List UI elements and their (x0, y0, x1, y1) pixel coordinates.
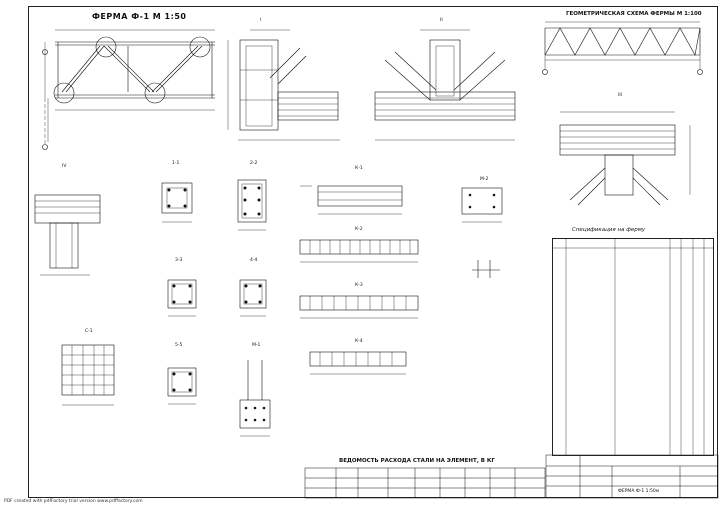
frame-k-2 (299, 239, 419, 263)
section-label-1-1: 1-1 (172, 161, 180, 166)
section-label-k-3: К-3 (355, 283, 363, 288)
specification-grid (552, 238, 714, 456)
embedded-part-m-1 (239, 360, 271, 437)
node-label-4: IV (62, 164, 67, 169)
section-label-k-4: К-4 (355, 339, 363, 344)
node-label-2: II (440, 18, 443, 23)
section-label-2-2: 2-2 (250, 161, 258, 166)
specification-title: Спецификация на ферму (572, 227, 646, 233)
section-label-c-1: С-1 (85, 329, 93, 334)
section-label-k-1: К-1 (355, 166, 363, 171)
node-1-detail (227, 29, 340, 141)
steel-statement-title: ВЕДОМОСТЬ РАСХОДА СТАЛИ НА ЭЛЕМЕНТ, В КГ (339, 458, 495, 464)
geometric-scheme-title: ГЕОМЕТРИЧЕСКАЯ СХЕМА ФЕРМЫ М 1:100 (566, 11, 702, 17)
node-label-1: I (260, 18, 262, 23)
frame-k-4 (309, 351, 407, 375)
node-label-3: III (618, 93, 622, 98)
footer-watermark: PDF created with pdfFactory trial versio… (4, 499, 143, 504)
section-3-3 (167, 279, 197, 317)
embedded-part-m-2 (461, 187, 503, 278)
section-label-m-2: М-2 (480, 177, 489, 182)
section-4-4 (239, 279, 267, 317)
section-label-5-5: 5-5 (175, 343, 183, 348)
section-label-m-1: М-1 (252, 343, 261, 348)
frame-k-1 (300, 185, 403, 215)
title-block-sheet-name: ФЕРМА Ф-1 1:50м (618, 489, 660, 494)
truss-title: ФЕРМА Ф-1 М 1:50 (92, 12, 187, 21)
section-label-k-2: К-2 (355, 227, 363, 232)
frame-k-3 (299, 295, 419, 319)
section-2-2 (237, 179, 267, 231)
mesh-c-1 (61, 344, 115, 406)
geometric-scheme (542, 21, 703, 75)
section-label-4-4: 4-4 (250, 258, 258, 263)
section-label-3-3: 3-3 (175, 258, 183, 263)
sheet-border (28, 6, 718, 498)
section-1-1 (161, 182, 193, 223)
node-2-detail (374, 29, 516, 141)
steel-statement-grid (304, 467, 546, 499)
specification-table (552, 238, 714, 456)
node-3-detail (559, 111, 691, 206)
node-4-detail (34, 194, 101, 276)
section-5-5 (167, 367, 197, 405)
truss-elevation (42, 29, 215, 150)
